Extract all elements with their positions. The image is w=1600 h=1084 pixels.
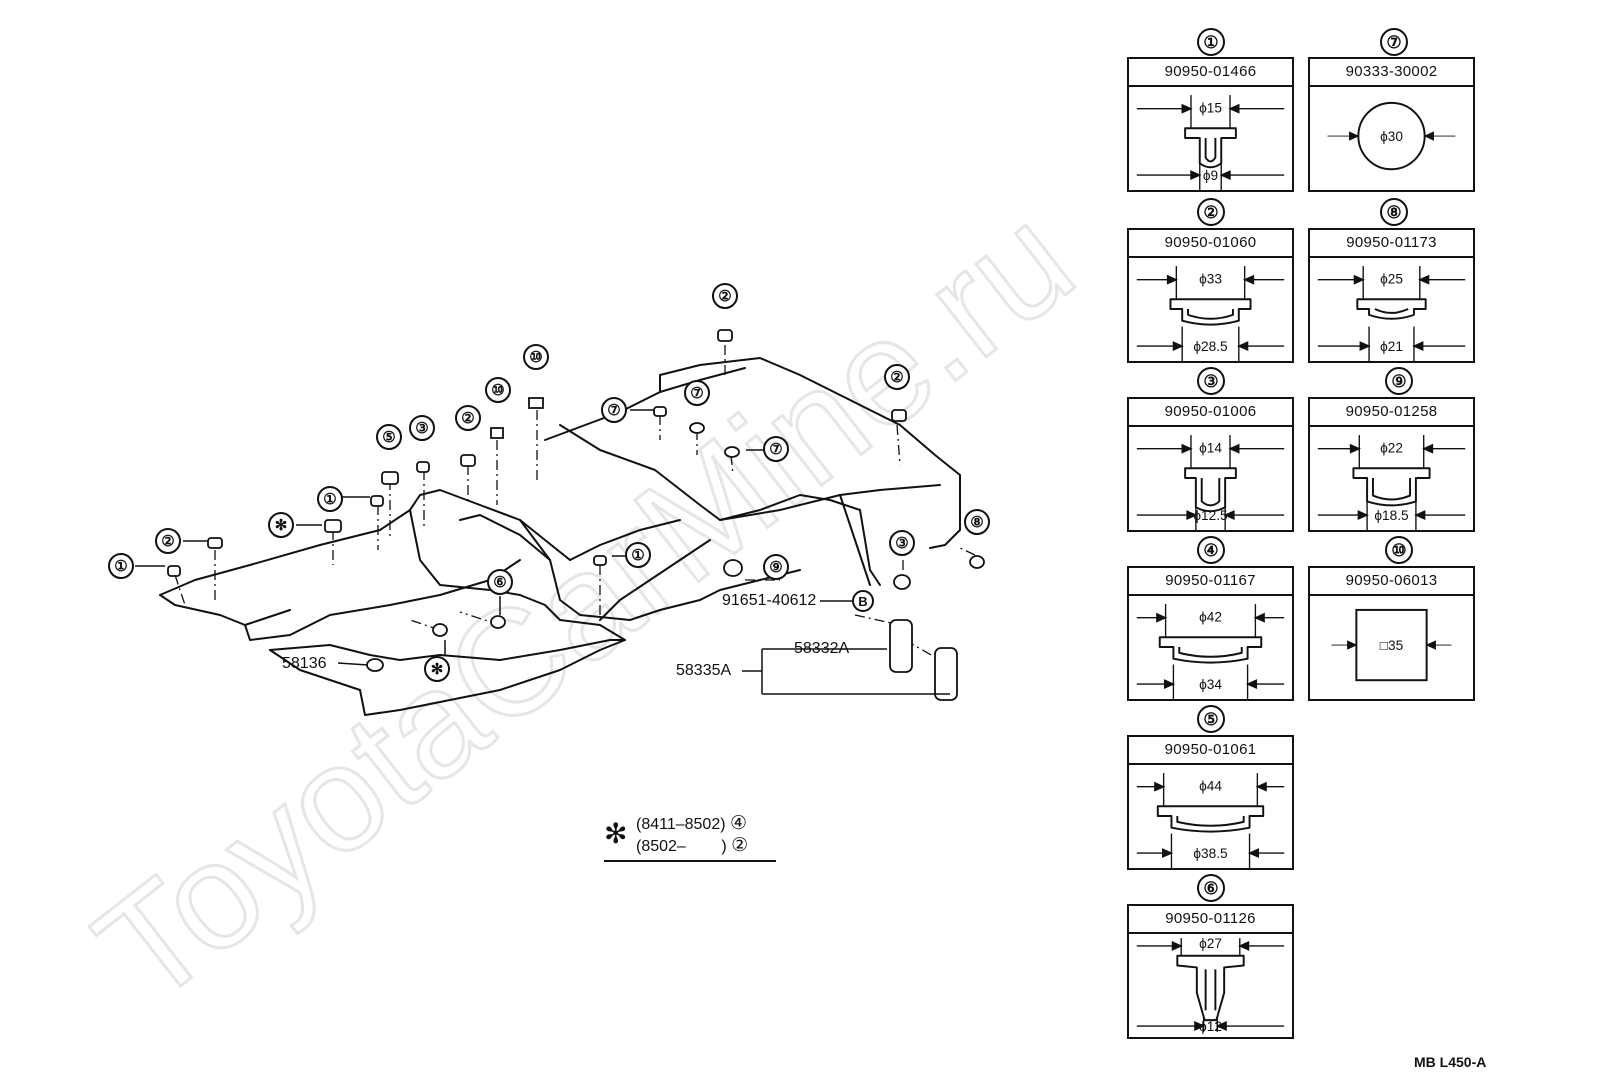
part-detail-box-4: 90950-01167 ϕ42 ϕ34 (1127, 566, 1294, 701)
dim-top: ϕ15 (1199, 101, 1222, 116)
plug-58136-label: 58136 (282, 655, 327, 672)
callout-2: ② (155, 528, 181, 554)
part-number-label: 90950-01173 (1310, 230, 1473, 258)
part-profile-drawing: ϕ42 ϕ34 (1136, 604, 1285, 699)
dim-bottom: ϕ18.5 (1374, 508, 1409, 523)
part-detail-box-2: 90950-01060 ϕ33 ϕ28.5 (1127, 228, 1294, 363)
callout-10: ⑩ (523, 344, 549, 370)
callout-6: ⑥ (487, 569, 513, 595)
part-detail-box-1: 90950-01466 ϕ15 ϕ9 (1127, 57, 1294, 192)
part-profile-drawing: ϕ33 ϕ28.5 (1136, 266, 1285, 361)
callout-8: ⑧ (964, 509, 990, 535)
dim-top: ϕ27 (1199, 936, 1222, 951)
part-number-label: 90950-06013 (1310, 568, 1473, 596)
callout-1: ① (625, 542, 651, 568)
part-number-circle-5: ⑤ (1197, 705, 1225, 733)
part-number-label: 90950-01061 (1129, 737, 1292, 765)
screw-part-number: 91651-40612 (722, 592, 817, 609)
dim-bottom: ϕ34 (1199, 677, 1222, 692)
part-number-circle-9: ⑨ (1385, 367, 1413, 395)
part-number-circle-1: ① (1197, 28, 1225, 56)
dim-bottom: ϕ21 (1380, 339, 1403, 354)
callout-9: ⑨ (763, 554, 789, 580)
part-number-circle-2: ② (1197, 198, 1225, 226)
part-detail-box-3: 90950-01006 ϕ14 ϕ12.5 (1127, 397, 1294, 532)
part-detail-box-9: 90950-01258 ϕ22 ϕ18.5 (1308, 397, 1475, 532)
part-number-label: 90950-01258 (1310, 399, 1473, 427)
part-detail-box-7: 90333-30002 ϕ30 (1308, 57, 1475, 192)
callout-2: ② (455, 405, 481, 431)
plug-58332a-label: 58332A (794, 640, 850, 657)
callout-1: ① (108, 553, 134, 579)
footnote-ref-1: ④ (730, 813, 748, 834)
dim-bottom: ϕ9 (1203, 168, 1218, 183)
callout-asterisk: ✻ (268, 512, 294, 538)
part-profile-drawing: ϕ25 ϕ21 (1317, 266, 1466, 361)
dim-square: □35 (1380, 638, 1404, 653)
part-number-label: 90950-01167 (1129, 568, 1292, 596)
part-detail-box-10: 90950-06013 □35 (1308, 566, 1475, 701)
part-number-circle-10: ⑩ (1385, 536, 1413, 564)
footnote-asterisk: ✻ (604, 818, 628, 849)
part-number-circle-6: ⑥ (1197, 874, 1225, 902)
callout-7: ⑦ (684, 380, 710, 406)
floor-pan-diagram (135, 329, 985, 716)
dim-top: ϕ42 (1199, 610, 1222, 625)
part-number-label: 90950-01126 (1129, 906, 1292, 934)
part-number-circle-8: ⑧ (1380, 198, 1408, 226)
footnote-line-1: (8411–8502) ④ (636, 814, 747, 835)
part-detail-box-8: 90950-01173 ϕ25 ϕ21 (1308, 228, 1475, 363)
part-number-label: 90950-01006 (1129, 399, 1292, 427)
part-number-circle-3: ③ (1197, 367, 1225, 395)
dim-diameter: ϕ30 (1380, 129, 1403, 144)
callout-1: ① (317, 486, 343, 512)
part-number-label: 90950-01466 (1129, 59, 1292, 87)
screw-ref-b: B (852, 590, 874, 612)
callout-5: ⑤ (376, 424, 402, 450)
dim-bottom: ϕ12.5 (1193, 508, 1228, 523)
part-profile-drawing: □35 (1331, 608, 1452, 682)
drawing-code: MB L450-A (1414, 1054, 1487, 1070)
part-number-circle-4: ④ (1197, 536, 1225, 564)
callout-2: ② (884, 364, 910, 390)
part-profile-drawing: ϕ30 (1327, 101, 1456, 171)
footnote-ref-2: ② (731, 835, 749, 856)
part-number-label: 90950-01060 (1129, 230, 1292, 258)
plug-58335a-label: 58335A (676, 662, 732, 679)
callout-7: ⑦ (601, 397, 627, 423)
part-number-label: 90333-30002 (1310, 59, 1473, 87)
dim-top: ϕ14 (1199, 441, 1222, 456)
dim-top: ϕ25 (1380, 272, 1403, 287)
footnote-line-2: (8502– ) ② (636, 836, 748, 857)
part-detail-box-5: 90950-01061 ϕ44 ϕ38.5 (1127, 735, 1294, 870)
callout-2: ② (712, 283, 738, 309)
part-profile-drawing: ϕ44 ϕ38.5 (1136, 773, 1285, 868)
part-detail-box-6: 90950-01126 ϕ27 ϕ12 (1127, 904, 1294, 1039)
dim-bottom: ϕ12 (1199, 1019, 1222, 1034)
callout-7: ⑦ (763, 436, 789, 462)
callout-3: ③ (409, 415, 435, 441)
dim-top: ϕ22 (1380, 441, 1403, 456)
callout-10: ⑩ (485, 377, 511, 403)
footnote-range-2: (8502– ) (636, 838, 727, 855)
footnote-range-1: (8411–8502) (636, 816, 726, 833)
dim-bottom: ϕ28.5 (1193, 339, 1228, 354)
footnote-underline (604, 860, 776, 862)
callout-3: ③ (889, 530, 915, 556)
dim-bottom: ϕ38.5 (1193, 846, 1228, 861)
part-profile-drawing: ϕ15 ϕ9 (1136, 95, 1285, 190)
part-profile-drawing: ϕ22 ϕ18.5 (1317, 435, 1466, 530)
dim-top: ϕ33 (1199, 272, 1222, 287)
part-profile-drawing: ϕ27 ϕ12 (1136, 936, 1285, 1034)
callout-asterisk: ✻ (424, 656, 450, 682)
dim-top: ϕ44 (1199, 779, 1222, 794)
part-number-circle-7: ⑦ (1380, 28, 1408, 56)
part-profile-drawing: ϕ14 ϕ12.5 (1136, 435, 1285, 530)
